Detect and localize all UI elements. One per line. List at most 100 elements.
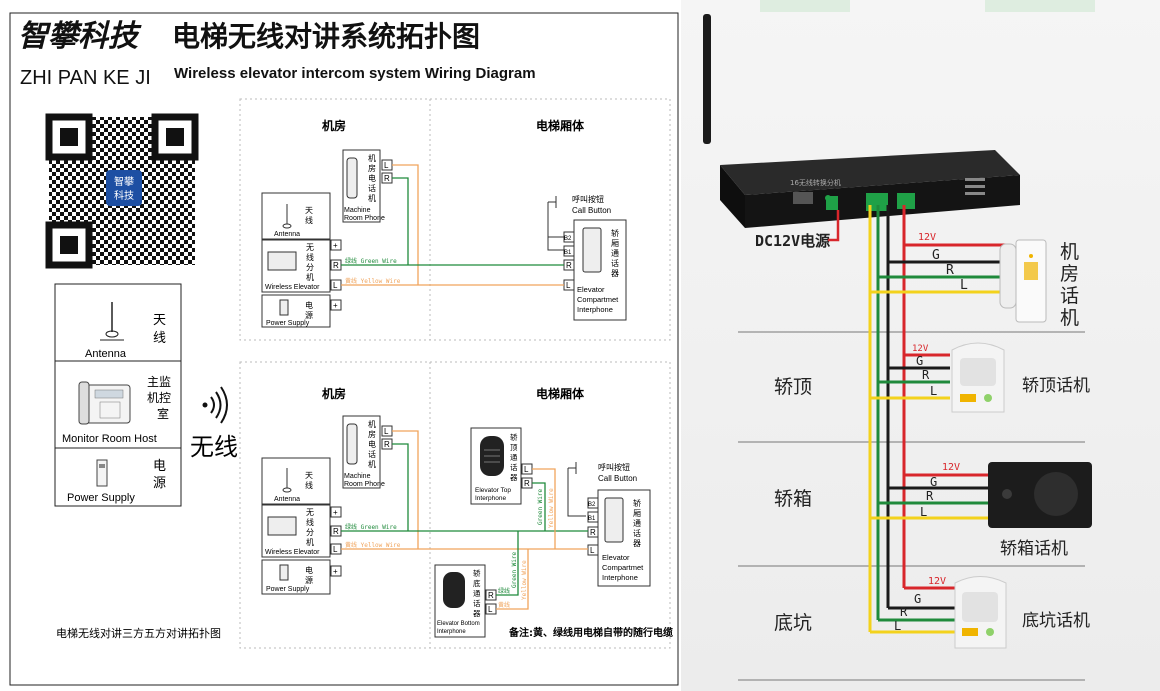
- svg-text:黄线 Yellow Wire: 黄线 Yellow Wire: [345, 277, 401, 285]
- svg-text:智攀: 智攀: [114, 175, 134, 188]
- svg-text:线: 线: [306, 517, 314, 527]
- zone-pit: 底坑: [774, 612, 812, 634]
- svg-text:Yellow Wire: Yellow Wire: [548, 488, 555, 528]
- svg-text:房: 房: [1060, 263, 1079, 285]
- svg-text:Interphone: Interphone: [602, 573, 638, 582]
- svg-text:B2: B2: [564, 236, 572, 242]
- svg-text:室: 室: [157, 406, 169, 421]
- svg-text:Wireless Elevator: Wireless Elevator: [265, 284, 320, 291]
- svg-text:厢: 厢: [633, 509, 641, 518]
- wireless-signal-icon: [202, 386, 228, 424]
- antenna-box: [261, 192, 331, 240]
- svg-text:Power Supply: Power Supply: [266, 586, 310, 593]
- power-supply-icon: [96, 459, 108, 487]
- svg-text:电: 电: [368, 439, 376, 449]
- svg-text:Room Phone: Room Phone: [344, 215, 385, 222]
- svg-text:Interphone: Interphone: [437, 629, 466, 635]
- svg-text:话: 话: [368, 183, 376, 193]
- svg-text:器: 器: [510, 473, 518, 482]
- svg-text:器: 器: [473, 609, 481, 618]
- monitor-host-icon: [78, 381, 131, 425]
- svg-text:轿: 轿: [510, 432, 518, 442]
- qr-logo: [106, 170, 142, 206]
- svg-text:无: 无: [306, 508, 314, 517]
- svg-text:G: G: [916, 354, 923, 368]
- left-legend: 天 线 Antenna 主监 机控 室 Monitor Room Host 电 …: [54, 283, 182, 507]
- svg-text:话: 话: [510, 462, 518, 472]
- svg-text:通: 通: [510, 452, 518, 462]
- svg-text:分: 分: [306, 528, 314, 537]
- top-diagram: 机房 电梯厢体 机 房 电 话 机 Machine Room Phone L R…: [239, 98, 671, 341]
- svg-text:顶: 顶: [510, 443, 518, 452]
- svg-text:B1: B1: [564, 250, 572, 256]
- svg-text:轿: 轿: [473, 568, 481, 578]
- device-antenna: [703, 14, 711, 144]
- svg-text:L: L: [333, 281, 338, 290]
- svg-text:L: L: [590, 546, 595, 555]
- svg-text:机控: 机控: [147, 391, 171, 405]
- svg-text:R: R: [524, 479, 530, 488]
- svg-text:机: 机: [368, 459, 376, 469]
- photo-panel: 16无线转换分机 DC12V电源 12V G R L: [681, 0, 1160, 691]
- svg-text:房: 房: [368, 429, 376, 439]
- svg-text:电: 电: [153, 459, 166, 474]
- svg-text:线: 线: [306, 252, 314, 262]
- svg-text:R: R: [946, 263, 954, 278]
- power-supply-box: [261, 294, 331, 328]
- svg-text:Elevator Top: Elevator Top: [475, 487, 511, 494]
- svg-text:L: L: [333, 545, 338, 554]
- svg-text:科技: 科技: [114, 189, 134, 202]
- svg-text:绿线 Green Wire: 绿线 Green Wire: [345, 257, 397, 265]
- svg-text:机: 机: [1060, 241, 1079, 263]
- svg-text:G: G: [914, 592, 921, 606]
- svg-text:Elevator: Elevator: [577, 285, 605, 294]
- svg-text:话: 话: [1060, 285, 1079, 307]
- svg-text:G: G: [930, 475, 937, 489]
- svg-text:通: 通: [633, 518, 641, 528]
- svg-text:R: R: [926, 489, 934, 503]
- svg-text:机: 机: [368, 193, 376, 203]
- svg-text:绿线 Green Wire: 绿线 Green Wire: [345, 523, 397, 531]
- svg-text:12V: 12V: [942, 462, 960, 473]
- svg-text:L: L: [488, 605, 493, 614]
- svg-text:L: L: [960, 278, 968, 293]
- svg-text:12V: 12V: [912, 344, 929, 354]
- qr-code: 智攀 科技: [45, 113, 199, 269]
- svg-text:Interphone: Interphone: [577, 305, 613, 314]
- svg-text:轿: 轿: [633, 498, 641, 508]
- car-phone-photo: [988, 462, 1092, 528]
- svg-text:天: 天: [153, 313, 166, 328]
- machine-room-handset-photo: [999, 239, 1047, 323]
- svg-text:B1: B1: [588, 516, 596, 522]
- svg-text:话: 话: [368, 449, 376, 459]
- svg-text:房: 房: [368, 163, 376, 173]
- diagram-caption: 电梯无线对讲三方五方对讲拓扑图: [56, 626, 221, 640]
- svg-text:机房: 机房: [322, 118, 346, 133]
- svg-text:无: 无: [306, 243, 314, 252]
- svg-text:通: 通: [473, 588, 481, 598]
- dc-power-label: DC12V电源: [755, 232, 830, 250]
- svg-text:天: 天: [305, 206, 313, 215]
- svg-text:主监: 主监: [147, 375, 171, 389]
- wireless-label: 无线: [190, 433, 238, 461]
- svg-text:绿线: 绿线: [498, 587, 510, 595]
- svg-text:L: L: [920, 505, 927, 519]
- svg-text:R: R: [333, 527, 339, 536]
- svg-text:12V: 12V: [918, 232, 936, 243]
- svg-text:R: R: [900, 605, 908, 619]
- svg-text:线: 线: [153, 331, 166, 346]
- svg-text:Compartmet: Compartmet: [602, 563, 644, 572]
- antenna-box-2: [261, 457, 331, 505]
- bottom-diagram: 机房 电梯厢体 机 房 电 话 机 Machine Room Phone L R…: [239, 361, 673, 649]
- svg-text:R: R: [384, 440, 390, 449]
- svg-text:Power Supply: Power Supply: [266, 320, 310, 327]
- svg-text:R: R: [922, 368, 930, 382]
- svg-text:源: 源: [153, 476, 166, 491]
- svg-text:R: R: [333, 261, 339, 270]
- svg-text:电梯厢体: 电梯厢体: [536, 386, 585, 401]
- pit-phone-photo: [954, 576, 1007, 649]
- svg-text:Wireless Elevator: Wireless Elevator: [265, 549, 320, 556]
- svg-text:Monitor Room Host: Monitor Room Host: [62, 433, 157, 445]
- svg-text:器: 器: [611, 269, 619, 278]
